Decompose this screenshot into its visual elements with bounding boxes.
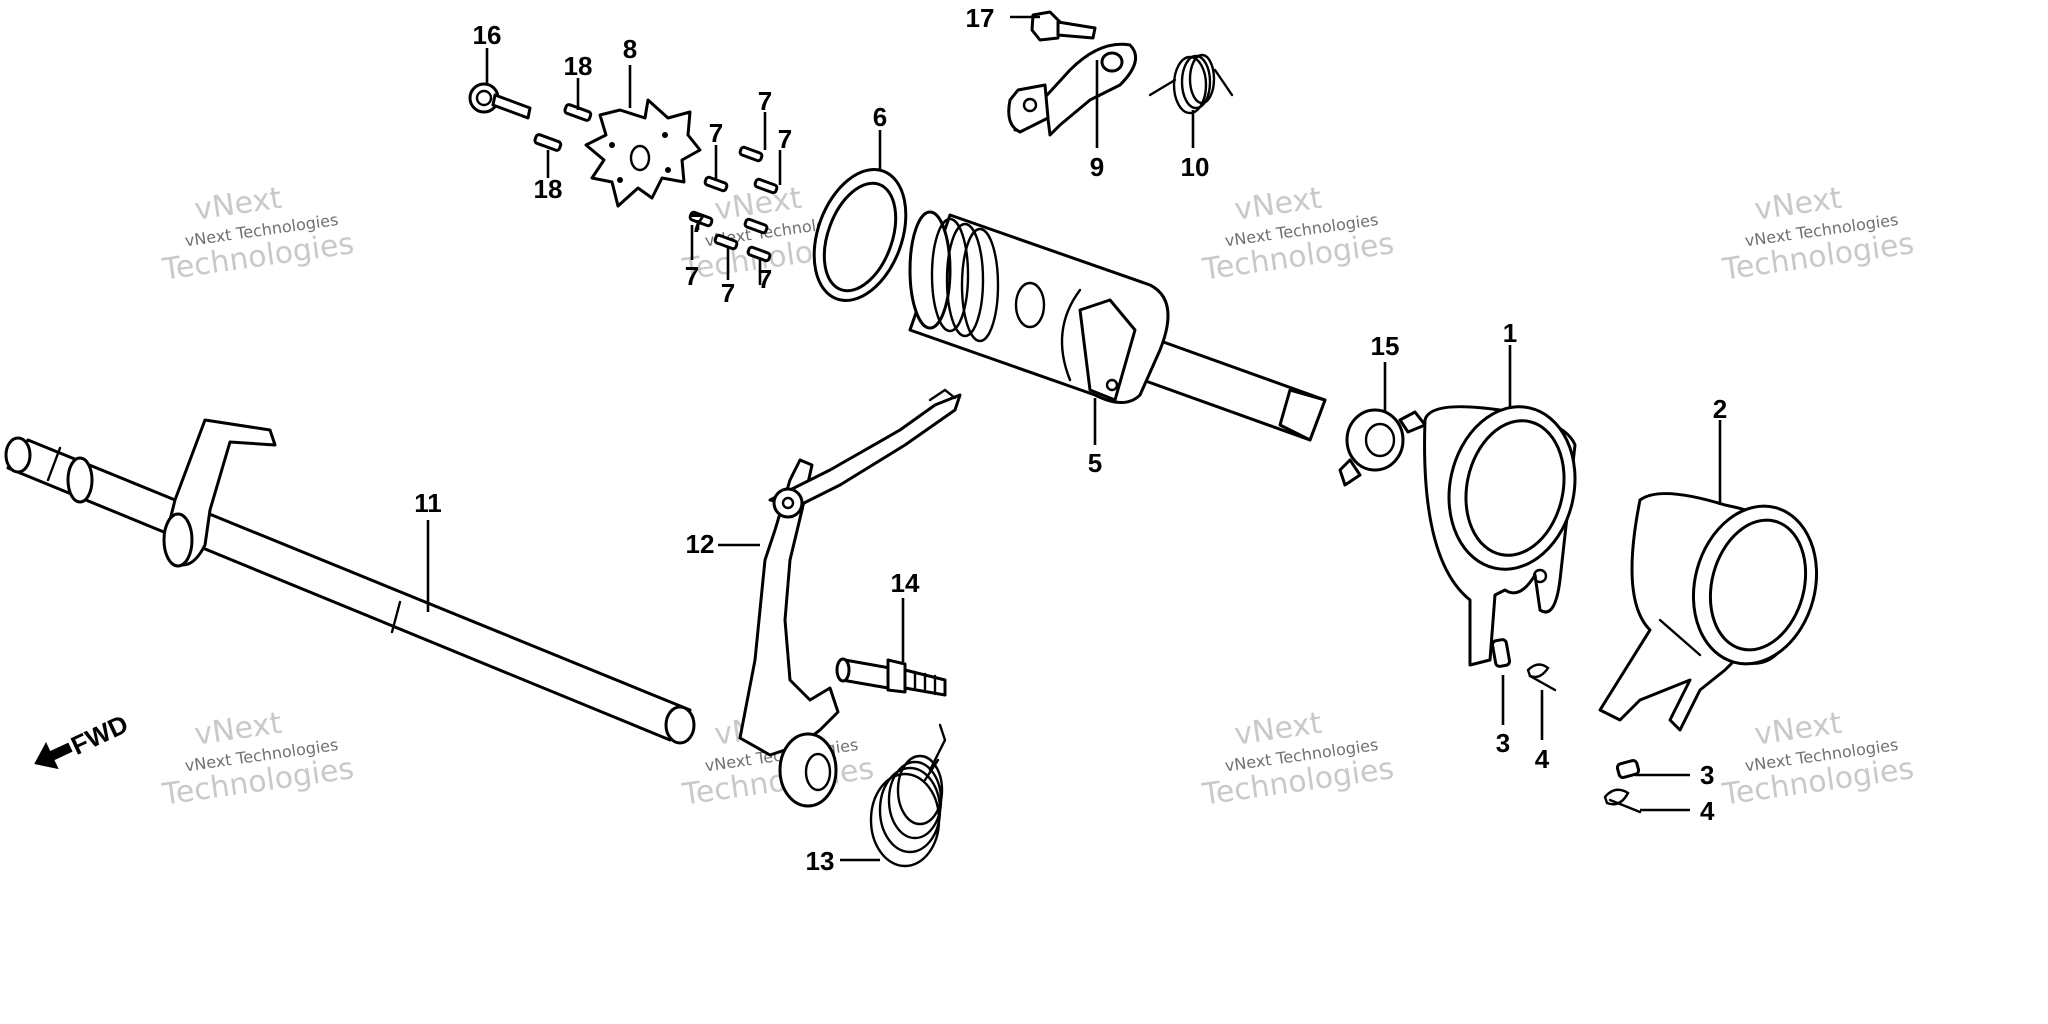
part-6-bearing-ring [812, 168, 908, 302]
part-5-shift-drum [908, 210, 1327, 442]
part-15-set-plate [1338, 408, 1427, 487]
watermark-1: vNext vNext Technologies Technologies [159, 181, 356, 288]
spindle-tip [664, 705, 696, 745]
callout-17: 17 [966, 3, 995, 33]
part-3-guide-pin-b [1615, 759, 1641, 779]
part-14-pivot-bolt [835, 657, 947, 697]
callout-14: 14 [891, 568, 920, 598]
pin-7a [703, 175, 729, 193]
arm-collar [778, 732, 838, 808]
callout-7e: 7 [721, 278, 735, 308]
callout-3b: 3 [1700, 760, 1714, 790]
part-10-stopper-spring [1148, 53, 1234, 115]
callout-7f: 7 [758, 264, 772, 294]
arm-plate [738, 458, 840, 757]
callout-11: 11 [414, 488, 442, 518]
fork-bore-inner [1464, 419, 1566, 557]
callout-7d: 7 [685, 261, 699, 291]
callout-9: 9 [1090, 152, 1104, 182]
part-2-shift-fork [1598, 492, 1819, 732]
callout-7g: 7 [691, 208, 705, 238]
part-17-bolt [1030, 10, 1097, 42]
spindle-arm-boss [162, 512, 194, 568]
watermark-8: vNext vNext Technologies Technologies [1719, 706, 1916, 813]
callout-3a: 3 [1496, 728, 1510, 758]
part-3-guide-pin-a [1490, 638, 1512, 668]
drum-stopper-plate [1078, 298, 1137, 402]
callout-6: 6 [873, 102, 887, 132]
drum-center-plate [584, 98, 702, 208]
callout-1: 1 [1503, 318, 1517, 348]
bolt-thread [1056, 20, 1097, 40]
callout-15: 15 [1371, 331, 1400, 361]
pin-7c [753, 177, 779, 195]
callout-10: 10 [1181, 152, 1210, 182]
fwd-arrow-icon [34, 741, 73, 770]
drum-front-face [908, 210, 952, 330]
callout-18a: 18 [564, 51, 593, 81]
spindle-end-cap [4, 436, 32, 474]
watermark-5: vNext vNext Technologies Technologies [159, 706, 356, 813]
part-13-return-spring [869, 723, 947, 868]
part-8-drum-center [584, 98, 702, 208]
watermark-3: vNext vNext Technologies Technologies [1199, 181, 1396, 288]
part-12-gearshift-arm [738, 388, 962, 808]
callout-7b: 7 [758, 86, 772, 116]
stopper-roller [1007, 83, 1050, 134]
fwd-direction-indicator: FWD [34, 709, 133, 770]
part-18-pins [533, 103, 593, 152]
callout-16: 16 [473, 20, 502, 50]
callout-13: 13 [806, 846, 835, 876]
set-plate-ring [1345, 408, 1405, 472]
part-1-shift-fork [1423, 405, 1577, 667]
arm-pawl-lever [768, 393, 962, 507]
callout-2: 2 [1713, 394, 1727, 424]
pin-7g [746, 245, 772, 263]
pin-18b [533, 133, 563, 152]
spindle-shaft [6, 438, 692, 742]
part-11-shift-spindle [4, 418, 696, 745]
pin-7d [688, 210, 714, 228]
pin-7b [738, 145, 764, 163]
pin-7f [743, 217, 769, 235]
part-4-clip-b [1603, 788, 1642, 814]
spindle-collar [66, 456, 94, 504]
fork-bore-inner [1708, 518, 1808, 652]
leader-lines [426, 15, 1722, 862]
bolt-thread [491, 93, 532, 120]
callout-12: 12 [686, 529, 715, 559]
arm-pivot [772, 487, 804, 519]
fwd-label: FWD [66, 709, 132, 761]
callout-7c: 7 [778, 124, 792, 154]
watermark-7: vNext vNext Technologies Technologies [1199, 706, 1396, 813]
pin-18a [563, 103, 593, 122]
part-7-pins [688, 145, 779, 263]
part-16-bolt [468, 82, 532, 120]
callout-18b: 18 [534, 174, 563, 204]
callout-labels: 1 2 3 3 4 4 5 6 7 7 7 7 7 7 7 8 9 10 11 … [414, 3, 1727, 876]
watermark-4: vNext vNext Technologies Technologies [1719, 181, 1916, 288]
callout-8: 8 [623, 34, 637, 64]
part-4-clip-a [1526, 663, 1557, 692]
callout-4b: 4 [1700, 796, 1715, 826]
callout-7a: 7 [709, 118, 723, 148]
pin-7e [713, 233, 739, 251]
part-9-stopper-arm [1007, 42, 1138, 137]
ring-inner [822, 181, 898, 293]
bolt-head [1030, 10, 1062, 42]
callout-5: 5 [1088, 448, 1102, 478]
callout-4a: 4 [1535, 744, 1550, 774]
bolt-flange [886, 658, 907, 694]
